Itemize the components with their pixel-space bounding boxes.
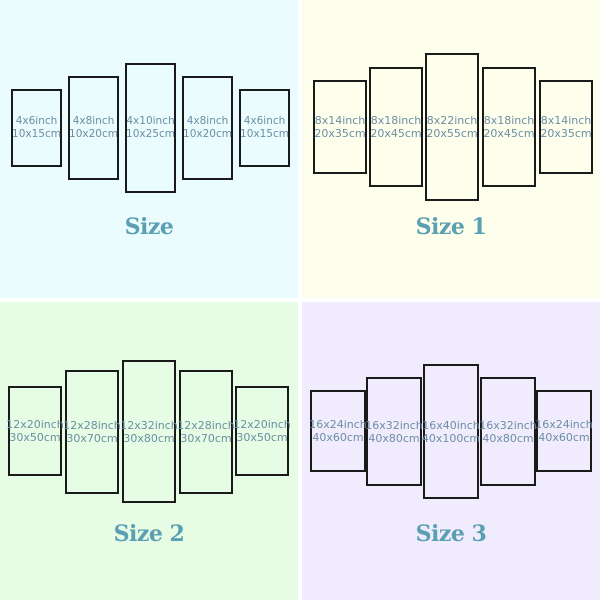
size-quadrant-1: 8x14inch 20x35cm 8x18inch 20x45cm 8x22in…: [302, 0, 600, 298]
canvas-panel-3: 8x22inch 20x55cm: [425, 53, 479, 201]
canvas-panel-1: 4x6inch 10x15cm: [11, 89, 62, 167]
panel-inch-label: 8x14inch: [540, 114, 592, 127]
panel-cm-label: 40x80cm: [368, 431, 420, 445]
panel-cm-label: 10x20cm: [69, 128, 118, 140]
panel-cm-label: 30x80cm: [123, 431, 175, 445]
canvas-panel-5: 12x20inch 30x50cm: [233, 386, 291, 476]
panel-cm-label: 40x60cm: [312, 431, 364, 444]
canvas-panel-3: 12x32inch 30x80cm: [120, 360, 178, 503]
panel-inch-label: 8x18inch: [370, 114, 422, 127]
size-title: Size 3: [415, 521, 487, 547]
canvas-panel-1: 16x24inch 40x60cm: [309, 390, 367, 472]
canvas-panel-1: 12x20inch 30x50cm: [6, 386, 64, 476]
canvas-panel-2: 4x8inch 10x20cm: [68, 76, 119, 180]
panel-inch-label: 4x8inch: [72, 115, 115, 127]
panel-cm-label: 40x80cm: [482, 431, 534, 445]
canvas-panel-4: 4x8inch 10x20cm: [182, 76, 233, 180]
panel-inch-label: 12x32inch: [120, 418, 178, 432]
panel-cm-label: 20x55cm: [426, 127, 478, 140]
panel-cm-label: 20x45cm: [370, 127, 422, 140]
size-quadrant-0: 4x6inch 10x15cm 4x8inch 10x20cm 4x10inch…: [0, 0, 298, 298]
canvas-panel-3: 16x40inch 40x100cm: [421, 364, 481, 499]
panel-inch-label: 4x8inch: [186, 115, 229, 127]
panel-cm-label: 30x70cm: [180, 432, 232, 445]
panel-inch-label: 16x32inch: [365, 418, 423, 432]
canvas-panel-5: 8x14inch 20x35cm: [539, 80, 593, 174]
panel-inch-label: 4x6inch: [15, 115, 58, 127]
canvas-panel-2: 12x28inch 30x70cm: [63, 370, 121, 494]
size-quadrant-2: 12x20inch 30x50cm 12x28inch 30x70cm 12x3…: [0, 302, 298, 600]
panel-cm-label: 40x100cm: [421, 431, 481, 445]
panel-inch-label: 16x24inch: [309, 418, 367, 431]
size-title: Size: [124, 214, 174, 240]
panel-inch-label: 12x28inch: [63, 419, 121, 432]
canvas-panel-5: 4x6inch 10x15cm: [239, 89, 290, 167]
canvas-panel-3: 4x10inch 10x25cm: [125, 63, 176, 193]
panel-inch-label: 8x14inch: [314, 114, 366, 127]
panel-inch-label: 16x32inch: [479, 418, 537, 432]
canvas-panel-4: 8x18inch 20x45cm: [482, 67, 536, 187]
panel-inch-label: 8x18inch: [483, 114, 535, 127]
panel-inch-label: 12x28inch: [177, 419, 235, 432]
size-title: Size 2: [113, 521, 185, 547]
panel-cm-label: 10x15cm: [12, 128, 61, 140]
canvas-panel-4: 16x32inch 40x80cm: [479, 377, 537, 486]
panel-cm-label: 20x45cm: [483, 127, 535, 140]
panel-cm-label: 20x35cm: [314, 127, 366, 140]
panel-inch-label: 12x20inch: [233, 418, 291, 431]
panel-inch-label: 4x6inch: [243, 115, 286, 127]
panel-cm-label: 10x25cm: [126, 128, 175, 140]
panel-cm-label: 10x20cm: [183, 128, 232, 140]
panel-cm-label: 30x50cm: [236, 431, 288, 444]
canvas-panel-1: 8x14inch 20x35cm: [313, 80, 367, 174]
size-quadrant-3: 16x24inch 40x60cm 16x32inch 40x80cm 16x4…: [302, 302, 600, 600]
panel-inch-label: 4x10inch: [126, 115, 175, 127]
canvas-panel-4: 12x28inch 30x70cm: [177, 370, 235, 494]
canvas-panel-2: 8x18inch 20x45cm: [369, 67, 423, 187]
size-title: Size 1: [415, 214, 487, 240]
panel-cm-label: 30x70cm: [66, 432, 118, 445]
panel-inch-label: 16x24inch: [535, 418, 593, 431]
panel-cm-label: 30x50cm: [9, 431, 61, 444]
panel-cm-label: 10x15cm: [240, 128, 289, 140]
panel-inch-label: 12x20inch: [6, 418, 64, 431]
panel-cm-label: 20x35cm: [540, 127, 592, 140]
panel-inch-label: 16x40inch: [422, 418, 480, 432]
canvas-panel-5: 16x24inch 40x60cm: [535, 390, 593, 472]
panel-cm-label: 40x60cm: [538, 431, 590, 444]
canvas-panel-2: 16x32inch 40x80cm: [365, 377, 423, 486]
panel-inch-label: 8x22inch: [426, 114, 478, 127]
